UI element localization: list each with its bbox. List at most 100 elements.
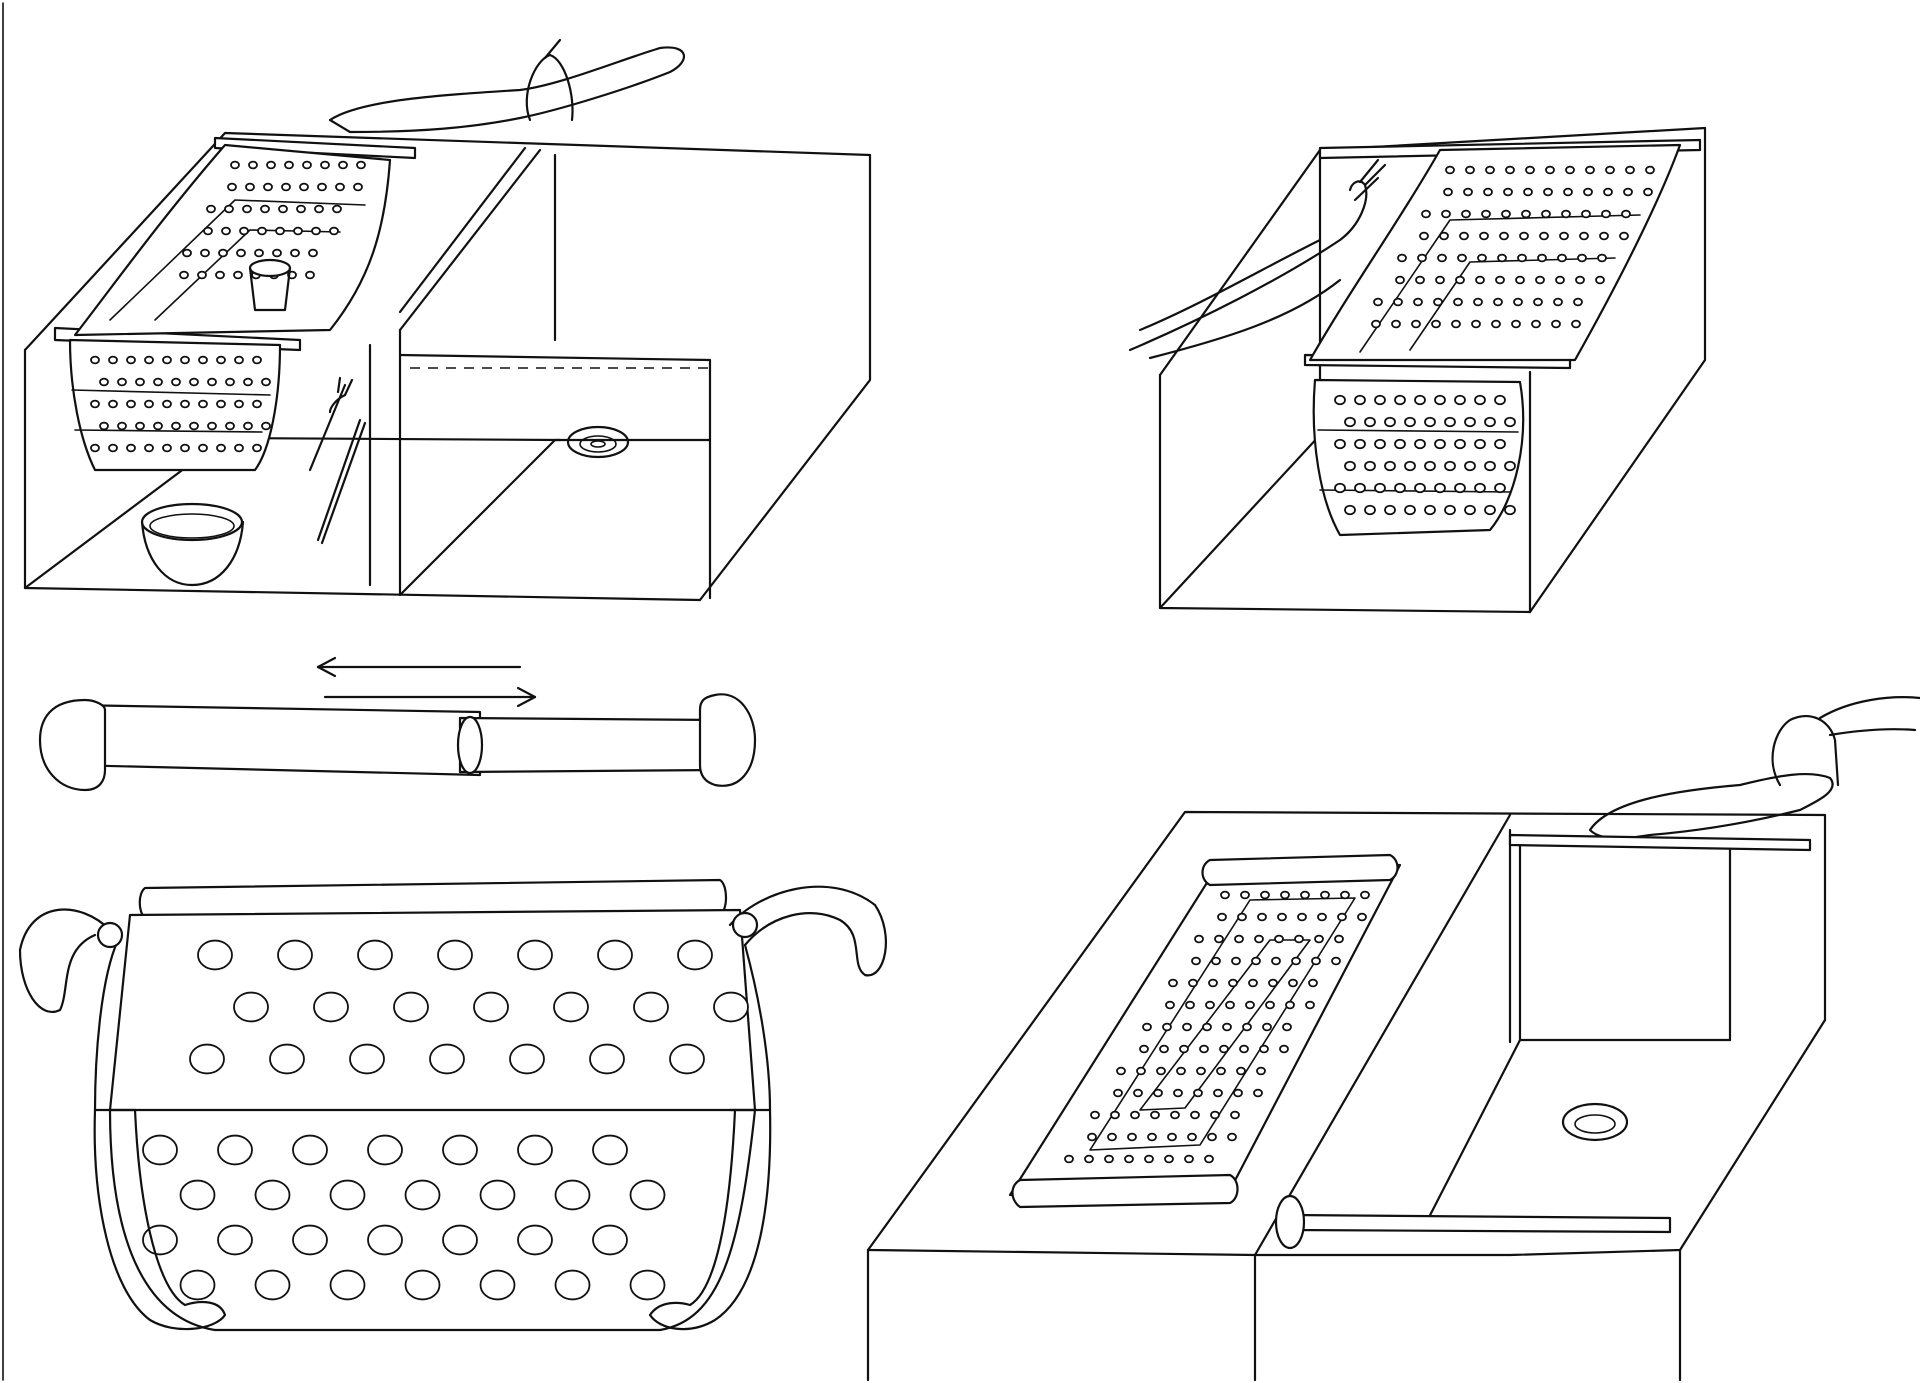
perforation-dot: [1444, 460, 1456, 472]
perforation-dot: [260, 204, 270, 214]
perforation-dot: [1484, 416, 1496, 428]
perforation-dot: [275, 226, 285, 236]
perforation-dot: [1415, 275, 1425, 285]
perforation-dot: [1150, 1110, 1160, 1120]
perforation-dot: [189, 377, 199, 387]
perforation-dot: [554, 1179, 591, 1211]
perforation-dot: [269, 1043, 305, 1075]
perforation-dot: [1260, 890, 1270, 900]
perforation-dot: [1437, 253, 1447, 263]
perforation-dot: [135, 421, 145, 431]
perforation-dot: [1344, 504, 1356, 516]
perforation-dot: [1581, 209, 1591, 219]
perforation-dot: [1354, 438, 1366, 450]
perforation-dot: [1354, 394, 1366, 406]
strap-hook-icon: [18, 885, 887, 1331]
perforation-dot: [1495, 275, 1505, 285]
perforation-dot: [1455, 275, 1465, 285]
perforation-dot: [1344, 416, 1356, 428]
perforation-dot: [1364, 460, 1376, 472]
perforation-dot: [1213, 1088, 1223, 1098]
perforation-dot: [180, 443, 190, 453]
perforation-dot: [1136, 1066, 1146, 1076]
perforation-dot: [126, 443, 136, 453]
perforation-dot: [1227, 1132, 1237, 1142]
perforation-dot: [517, 1224, 553, 1256]
perforation-dot: [1282, 1022, 1292, 1032]
perforation-dot: [509, 1043, 545, 1075]
perforation-dot: [278, 204, 288, 214]
perforation-dot: [1474, 438, 1486, 450]
perforation-dot: [1196, 1066, 1206, 1076]
perforation-dot: [224, 204, 234, 214]
perforation-dot: [179, 1179, 216, 1211]
perforation-dot: [1573, 297, 1583, 307]
perforation-dot: [1463, 187, 1473, 197]
perforation-dot: [1444, 504, 1456, 516]
perforation-dot: [1517, 253, 1527, 263]
perforation-dot: [182, 248, 192, 258]
perforation-dot: [99, 377, 109, 387]
perforation-dot: [1188, 978, 1198, 988]
perforation-dot: [1104, 1154, 1114, 1164]
perforation-dot: [1477, 253, 1487, 263]
perforation-dot: [1168, 978, 1178, 988]
perforation-dot: [1519, 231, 1529, 241]
perforation-dot: [1384, 416, 1396, 428]
perforation-dot: [1231, 956, 1241, 966]
perforation-dot: [198, 443, 208, 453]
perforation-dot: [1575, 275, 1585, 285]
perforation-dot: [206, 204, 216, 214]
perforation-dot: [357, 939, 393, 971]
perforation-dot: [1485, 165, 1495, 175]
perforation-dot: [442, 1224, 478, 1256]
perforation-dot: [217, 1134, 253, 1166]
perforation-dot: [1311, 956, 1321, 966]
panel-folded-rack-on-counter: [866, 696, 1920, 1382]
perforation-dot: [1194, 934, 1204, 944]
perforation-dot: [299, 182, 309, 192]
perforation-dot: [393, 991, 429, 1023]
perforation-dot: [1373, 297, 1383, 307]
perforation-dot: [1236, 1066, 1246, 1076]
perforation-dot: [144, 399, 154, 409]
perforation-dot: [1459, 231, 1469, 241]
perforation-dot: [216, 399, 226, 409]
perforation-dot: [479, 1179, 516, 1211]
perforation-dot: [198, 355, 208, 365]
perforation-dot: [257, 226, 267, 236]
perforation-dot: [1344, 460, 1356, 472]
perforation-dot: [1374, 482, 1386, 494]
perforation-dot: [1340, 890, 1350, 900]
perforation-dot: [197, 939, 233, 971]
perforation-dot: [243, 377, 253, 387]
drain-icon: [566, 425, 630, 459]
perforation-dot: [1297, 912, 1307, 922]
perforation-dot: [1619, 231, 1629, 241]
perforation-dot: [1571, 319, 1581, 329]
panel-hand-adjusting-rack: [1128, 126, 1707, 614]
perforation-dot: [1494, 482, 1506, 494]
perforation-dot: [597, 939, 633, 971]
perforation-dot: [1439, 231, 1449, 241]
perforation-dot: [1454, 438, 1466, 450]
fork-icon: [308, 376, 354, 472]
perforation-dot: [1167, 1132, 1177, 1142]
perforation-dot: [629, 1179, 666, 1211]
perforation-dot: [197, 270, 207, 280]
perforation-dot: [1454, 394, 1466, 406]
perforation-dot: [1453, 297, 1463, 307]
perforation-dot: [317, 182, 327, 192]
perforation-dot: [179, 270, 189, 280]
perforation-dot: [633, 991, 669, 1023]
perforation-dot: [314, 204, 324, 214]
perforation-dot: [1421, 209, 1431, 219]
perforation-dot: [99, 421, 109, 431]
perforation-dot: [517, 1134, 553, 1166]
perforation-dot: [1164, 1154, 1174, 1164]
perforation-dot: [1393, 297, 1403, 307]
perforation-dot: [90, 399, 100, 409]
perforation-dot: [1491, 319, 1501, 329]
perforation-dot: [227, 182, 237, 192]
